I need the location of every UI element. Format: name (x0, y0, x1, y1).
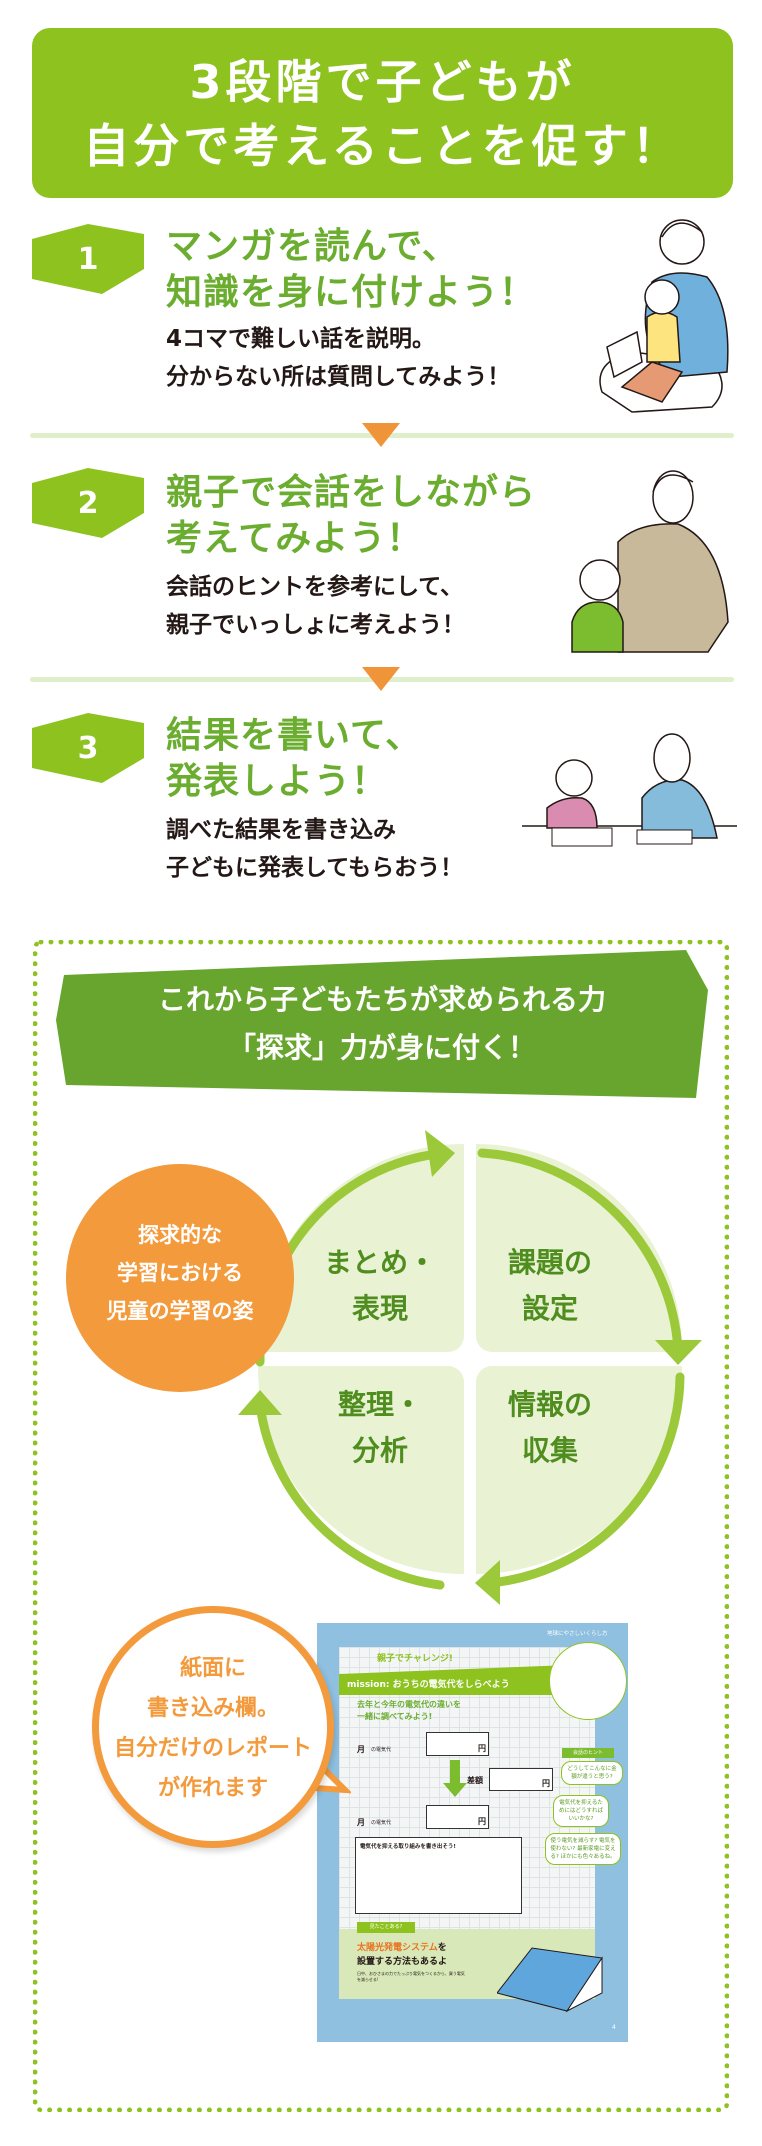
step-1-body: 4コマで難しい話を説明。 分からない所は質問してみよう！ (166, 320, 510, 396)
doc-diff: 差額 (467, 1776, 483, 1785)
doc-subtitle: 去年と今年の電気代の違いを一緒に調べてみよう! (357, 1699, 461, 1723)
bubble-line: 自分だけのレポート (113, 1736, 312, 1761)
worksheet-preview: 地球にやさしいくらし方 親子でチャレンジ! mission: おうちの電気代をし… (317, 1623, 628, 2042)
header-line-2: 自分で考えることを促す！ (83, 119, 682, 173)
quadrant-summary-label: まとめ・ 表現 (300, 1240, 460, 1332)
doc-solar-line: 設置する方法もあるよ (357, 1957, 448, 1967)
body-line: 調べた結果を書き込み (166, 817, 396, 843)
label-line: 収集 (521, 1434, 578, 1467)
label-line: 分析 (351, 1434, 408, 1467)
writing-feature-bubble: 紙面に 書き込み欄。 自分だけのレポート が作れます (92, 1606, 334, 1848)
line: 去年と今年の電気代の違いを (357, 1700, 461, 1709)
step-3-title: 結果を書いて、 発表しよう！ (166, 713, 422, 805)
doc-bill-label-1: の電気代 (371, 1747, 392, 1753)
quadrant-task-label: 課題の 設定 (470, 1240, 630, 1332)
explore-banner: これから子どもたちが求められる力 「探求」力が身に付く！ (56, 950, 708, 1100)
doc-hint-bubble: 電気代を抑えるためにはどうすればいいかな? (553, 1795, 609, 1827)
step-number: 1 (77, 241, 99, 277)
quadrant-info-label: 情報の 収集 (470, 1382, 630, 1474)
doc-bill-label-2: の電気代 (371, 1820, 392, 1826)
arrow-head-icon (655, 1340, 702, 1365)
doc-seen-tag: 見たことある? (357, 1922, 415, 1933)
down-arrow-icon (362, 667, 400, 691)
body-line: 4コマで難しい話を説明。 (166, 326, 436, 352)
label-line: 整理・ (337, 1388, 422, 1421)
step-2-title: 親子で会話をしながら 考えてみよう！ (166, 470, 536, 562)
doc-page-number: 4 (612, 2024, 616, 2031)
parent-reading-illustration (599, 219, 729, 413)
step-2-badge: 2 (32, 468, 144, 538)
doc-yen: 円 (542, 1779, 550, 1788)
doc-solar-note: 日中、おひさまの力でたっぷり電気をつくるから、買う電気を減らせる! (357, 1971, 465, 1982)
learning-callout: 探求的な 学習における 児童の学習の姿 (66, 1164, 294, 1392)
doc-top-tag: 地球にやさしいくらし方 (547, 1631, 608, 1637)
label-line: 表現 (351, 1292, 408, 1325)
body-line: 親子でいっしょに考えよう！ (166, 612, 465, 638)
doc-solar-suffix: を (437, 1943, 447, 1953)
bubble-line: が作れます (157, 1776, 268, 1801)
bubble-line: 書き込み欄。 (146, 1696, 279, 1721)
title-line: マンガを読んで、 (166, 226, 459, 267)
doc-challenge: 親子でチャレンジ! (377, 1654, 454, 1664)
body-line: 会話のヒントを参考にして、 (166, 574, 464, 600)
step-3-body: 調べた結果を書き込み 子どもに発表してもらおう！ (166, 811, 463, 887)
cycle-arrows (238, 1130, 702, 1605)
step-number: 2 (77, 485, 99, 521)
arrow-head-icon (475, 1560, 500, 1605)
parent-talking-illustration (571, 470, 729, 653)
doc-write-box: 電気代を抑える取り組みを書き出そう! (355, 1837, 522, 1914)
doc-hint-bubble: 使う電気を減らす? 電気を使わない? 最新家電に変える? ほかにも色々あるね。 (545, 1833, 621, 1865)
bubble-line: 紙面に (179, 1656, 246, 1681)
title-line: 結果を書いて、 (166, 715, 423, 756)
doc-solar-highlight: 太陽光発電システム (357, 1943, 438, 1953)
label-line: 情報の (507, 1388, 592, 1421)
quadrant-analysis-label: 整理・ 分析 (300, 1382, 460, 1474)
header-line-1: 3段階で子どもが (189, 55, 576, 109)
label-line: 設定 (521, 1292, 578, 1325)
doc-hint-bubble: どうしてこんなに金額が違うと思う? (561, 1761, 623, 1785)
page-header: 3段階で子どもが 自分で考えることを促す！ (32, 28, 733, 198)
parent-writing-illustration (522, 733, 737, 847)
title-line: 知識を身に付けよう！ (166, 272, 537, 313)
callout-line: 学習における (117, 1261, 243, 1285)
step-2-body: 会話のヒントを参考にして、 親子でいっしょに考えよう！ (166, 568, 465, 644)
step-number: 3 (77, 730, 99, 766)
doc-month-1: 月 (357, 1745, 365, 1754)
doc-month-2: 月 (357, 1818, 365, 1827)
label-line: まとめ・ (323, 1246, 436, 1279)
arrow-head-icon (238, 1390, 282, 1415)
callout-line: 児童の学習の姿 (106, 1299, 254, 1323)
body-line: 分からない所は質問してみよう！ (166, 364, 511, 390)
step-3-badge: 3 (32, 713, 144, 783)
doc-hint-label: 会話のヒント (562, 1748, 614, 1758)
line: 一緒に調べてみよう! (357, 1712, 433, 1721)
title-line: 親子で会話をしながら (166, 472, 537, 513)
explore-section-frame (33, 940, 729, 2112)
callout-line: 探求的な (138, 1223, 222, 1247)
down-arrow-icon (362, 423, 400, 447)
doc-mission: mission: おうちの電気代をしらべよう (347, 1680, 510, 1690)
label-line: 課題の (507, 1246, 592, 1279)
doc-yen: 円 (478, 1744, 486, 1753)
solar-panel-icon (497, 1947, 603, 2013)
body-line: 子どもに発表してもらおう！ (166, 855, 464, 881)
title-line: 考えてみよう！ (166, 518, 424, 559)
banner-line-1: これから子どもたちが求められる力 (157, 983, 606, 1016)
step-1-title: マンガを読んで、 知識を身に付けよう！ (166, 224, 536, 316)
step-1-badge: 1 (32, 224, 144, 294)
title-line: 発表しよう！ (166, 761, 389, 802)
arrow-head-icon (425, 1130, 455, 1177)
banner-line-2: 「探求」力が身に付く！ (227, 1031, 536, 1064)
doc-yen: 円 (478, 1817, 486, 1826)
